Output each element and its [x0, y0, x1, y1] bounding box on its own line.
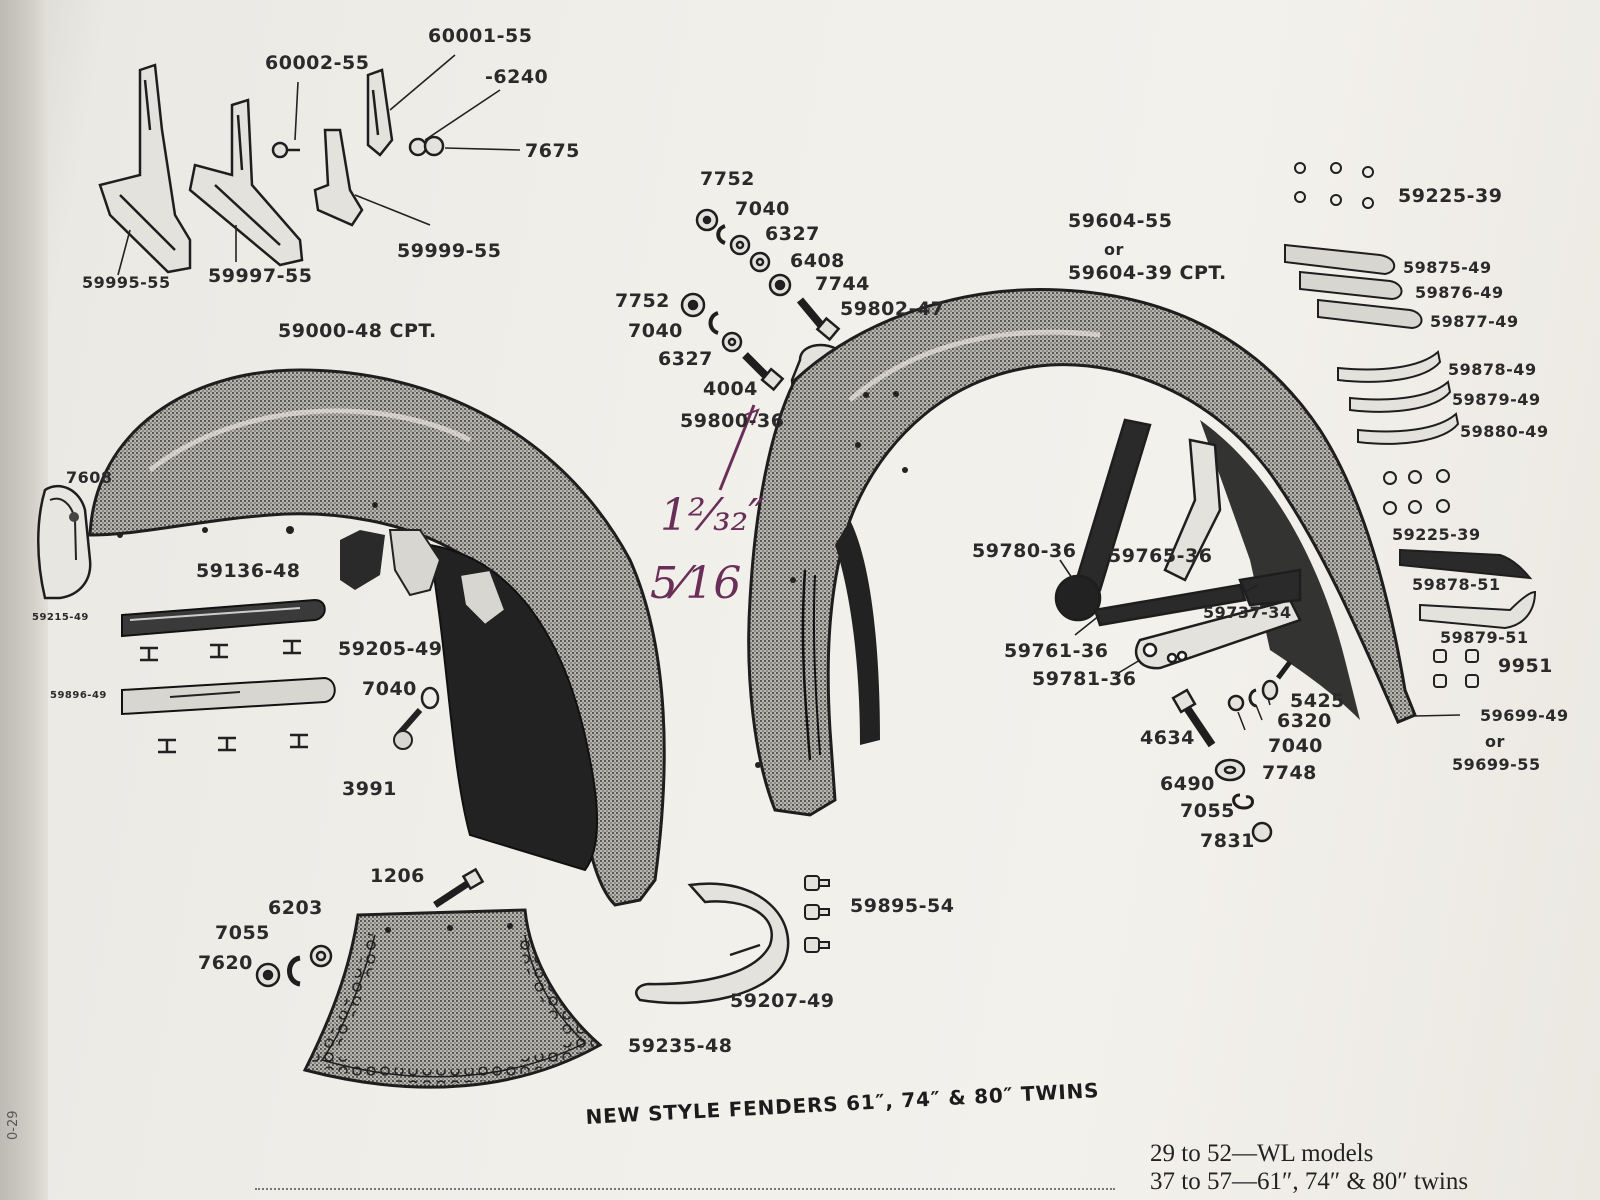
part-label-7055-left: 7055: [215, 922, 270, 944]
part-label-6240: -6240: [485, 66, 549, 88]
clip-set-lower: [1383, 469, 1450, 515]
part-label-7675: 7675: [525, 140, 580, 162]
part-label-7040-mid: 7040: [628, 320, 683, 342]
front-fender: [88, 368, 666, 907]
part-label-59875-49: 59875-49: [1403, 258, 1492, 277]
part-label-4634: 4634: [1140, 727, 1195, 749]
part-label-6203: 6203: [268, 897, 323, 919]
part-label-9951: 9951: [1498, 655, 1553, 677]
clip-set-upper: [1294, 162, 1374, 209]
part-label-6490: 6490: [1160, 773, 1215, 795]
part-label-59878-49: 59878-49: [1448, 360, 1537, 379]
nuts-9951: [1433, 649, 1479, 688]
mudflap: [302, 908, 603, 1089]
part-label-59761-36: 59761-36: [1004, 640, 1109, 662]
part-label-7748: 7748: [1262, 762, 1317, 784]
part-label-7620: 7620: [198, 952, 253, 974]
fender-trim-strips: [121, 598, 336, 754]
footer-line-twins: 37 to 57—61″, 74″ & 80″ twins: [1150, 1168, 1469, 1195]
part-label-7831: 7831: [1200, 830, 1255, 852]
handwritten-mark: [744, 408, 760, 426]
footer-line-wl-models: 29 to 52—WL models: [1150, 1140, 1374, 1167]
part-label-7040-top: 7040: [735, 198, 790, 220]
part-label-59876-49: 59876-49: [1415, 283, 1504, 302]
part-label-59995-55: 59995-55: [82, 273, 171, 292]
clips-59895: [804, 875, 830, 953]
part-label-59225-39-lower: 59225-39: [1392, 525, 1481, 544]
part-label-59225-39-upper: 59225-39: [1398, 185, 1503, 207]
part-label-7752-top: 7752: [700, 168, 755, 190]
part-label-59604-39: 59604-39 CPT.: [1068, 262, 1227, 284]
part-label-5425: 5425: [1290, 690, 1345, 712]
rear-fender: [747, 288, 1417, 817]
part-label-59878-51: 59878-51: [1412, 575, 1501, 594]
handwritten-note-5-16: 5⁄16: [650, 558, 742, 609]
part-label-3991: 3991: [342, 778, 397, 800]
part-label-59737-34: 59737-34: [1203, 603, 1292, 622]
part-label-6327-top: 6327: [765, 223, 820, 245]
part-label-7744: 7744: [815, 273, 870, 295]
part-label-7752-mid: 7752: [615, 290, 670, 312]
part-label-6327-mid: 6327: [658, 348, 713, 370]
part-label-59780-36: 59780-36: [972, 540, 1077, 562]
rear-fender-struts: [1054, 418, 1302, 670]
part-label-59999-55: 59999-55: [397, 240, 502, 262]
part-label-59000-48: 59000-48 CPT.: [278, 320, 437, 342]
part-label-59879-49: 59879-49: [1452, 390, 1541, 409]
part-label-1206: 1206: [370, 865, 425, 887]
part-label-or-59699: or: [1485, 732, 1505, 751]
part-label-7040-left: 7040: [362, 678, 417, 700]
part-label-60001-55: 60001-55: [428, 25, 533, 47]
part-label-59205-49: 59205-49: [338, 638, 443, 660]
part-label-59136-48: 59136-48: [196, 560, 301, 582]
leader-lines-top-left: [117, 54, 521, 276]
footer-dotted-rule: [255, 1188, 1115, 1190]
part-label-59800-36: 59800-36: [680, 410, 785, 432]
part-label-60002-55: 60002-55: [265, 52, 370, 74]
part-label-4004: 4004: [703, 378, 758, 400]
part-label-59896-49: 59896-49: [50, 690, 107, 701]
part-label-59235-48: 59235-48: [628, 1035, 733, 1057]
handwritten-note-fraction: 1²⁄₃₂″: [660, 490, 765, 541]
leader-lines-right: [1059, 559, 1461, 717]
part-label-6320: 6320: [1277, 710, 1332, 732]
part-label-59997-55: 59997-55: [208, 265, 313, 287]
part-label-59765-36: 59765-36: [1108, 545, 1213, 567]
part-label-59877-49: 59877-49: [1430, 312, 1519, 331]
part-label-7608: 7608: [66, 468, 113, 487]
rear-trim-strip: [635, 882, 790, 1005]
part-label-59699-55: 59699-55: [1452, 755, 1541, 774]
part-label-59207-49: 59207-49: [730, 990, 835, 1012]
part-label-59880-49: 59880-49: [1460, 422, 1549, 441]
fender-lamp: [37, 484, 92, 600]
part-label-7040-right: 7040: [1268, 735, 1323, 757]
mudflap-hardware: [255, 867, 485, 988]
part-label-59604-55: 59604-55: [1068, 210, 1173, 232]
page-binding-edge: 0-29: [0, 0, 48, 1200]
part-label-59781-36: 59781-36: [1032, 668, 1137, 690]
part-label-59215-49: 59215-49: [32, 612, 89, 623]
fender-bolt-3991: [393, 686, 440, 750]
part-label-or-59604: or: [1104, 240, 1124, 259]
part-label-59699-49: 59699-49: [1480, 706, 1569, 725]
part-label-59879-51: 59879-51: [1440, 628, 1529, 647]
rear-trim-pieces: [1284, 243, 1537, 630]
part-label-6408: 6408: [790, 250, 845, 272]
handwritten-arrow: [718, 404, 756, 491]
part-label-59802-47: 59802-47: [840, 298, 945, 320]
part-label-7055-right: 7055: [1180, 800, 1235, 822]
part-label-59895-54: 59895-54: [850, 895, 955, 917]
license-brackets: [98, 63, 445, 274]
rear-hardware-stack: [1171, 660, 1292, 843]
